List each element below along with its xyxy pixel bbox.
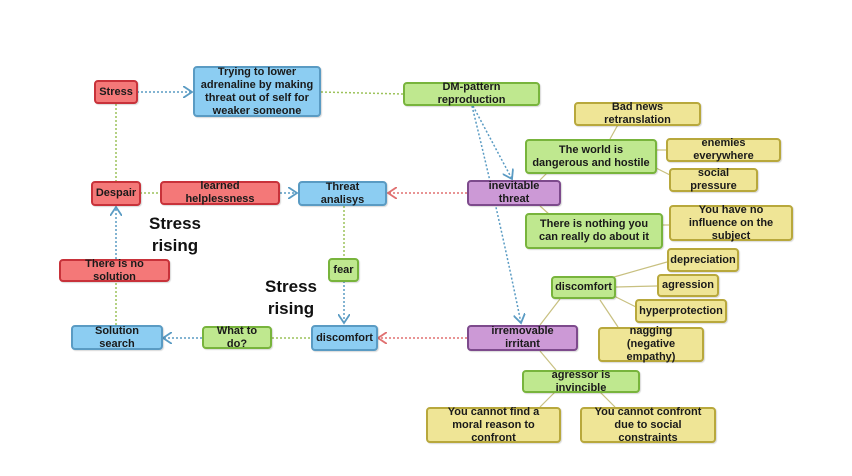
node-bad-news[interactable]: Bad news retranslation	[574, 101, 701, 126]
node-hyperprotection[interactable]: hyperprotection	[635, 299, 727, 323]
node-trying-lower-adrenaline[interactable]: Trying to lower adrenaline by making thr…	[193, 66, 321, 117]
node-learned-helplessness[interactable]: learned helplessness	[160, 180, 280, 205]
node-no-moral-reason[interactable]: You cannot find a moral reason to confro…	[426, 406, 561, 444]
node-what-to-do[interactable]: What to do?	[202, 325, 272, 350]
node-discomfort-green[interactable]: discomfort	[551, 276, 616, 299]
edge-agressor-social	[599, 391, 616, 408]
edge-dm-irremovable	[471, 105, 521, 323]
node-social-pressure[interactable]: social pressure	[669, 167, 758, 192]
edge-agressor-moral	[539, 391, 556, 408]
stress-rising-label: Stress rising	[149, 214, 201, 255]
edge-disc-nagging	[599, 299, 619, 328]
stress-rising-label: Stress rising	[265, 277, 317, 318]
edge-trying-dm	[320, 91, 404, 95]
node-irremovable-irritant[interactable]: irremovable irritant	[467, 325, 578, 351]
edge-disc-hyper	[613, 295, 637, 308]
edge-disc-agression	[615, 285, 658, 288]
node-threat-analysis[interactable]: Threat analisys	[298, 181, 387, 206]
node-solution-search[interactable]: Solution search	[71, 325, 163, 350]
node-stress[interactable]: Stress	[94, 80, 138, 104]
node-depreciation[interactable]: depreciation	[667, 248, 739, 272]
node-despair[interactable]: Despair	[91, 181, 141, 206]
node-fear[interactable]: fear	[328, 258, 359, 282]
node-nagging[interactable]: nagging (negative empathy)	[598, 325, 704, 363]
edge-dm-inevitable	[472, 105, 512, 179]
edge-world-social	[655, 167, 671, 176]
node-nothing-you-can-do[interactable]: There is nothing you can really do about…	[525, 213, 663, 249]
node-discomfort-blue[interactable]: discomfort	[311, 325, 378, 351]
edge-irremovable-discomfort-g	[539, 298, 561, 326]
node-no-solution[interactable]: There is no solution	[59, 258, 170, 283]
node-world-dangerous[interactable]: The world is dangerous and hostile	[525, 139, 657, 174]
node-inevitable-threat[interactable]: inevitable threat	[467, 180, 561, 206]
node-dm-pattern[interactable]: DM-pattern reproduction	[403, 81, 540, 106]
node-agressor-invincible[interactable]: agressor is invincible	[522, 369, 640, 394]
edge-disc-depreciation	[613, 261, 668, 278]
edge-irremovable-agressor	[539, 350, 557, 371]
node-social-constraints[interactable]: You cannot confront due to social constr…	[580, 406, 716, 444]
node-agression[interactable]: agression	[657, 274, 719, 297]
node-no-influence[interactable]: You have no influence on the subject	[669, 204, 793, 242]
node-enemies[interactable]: enemies everywhere	[666, 137, 781, 162]
